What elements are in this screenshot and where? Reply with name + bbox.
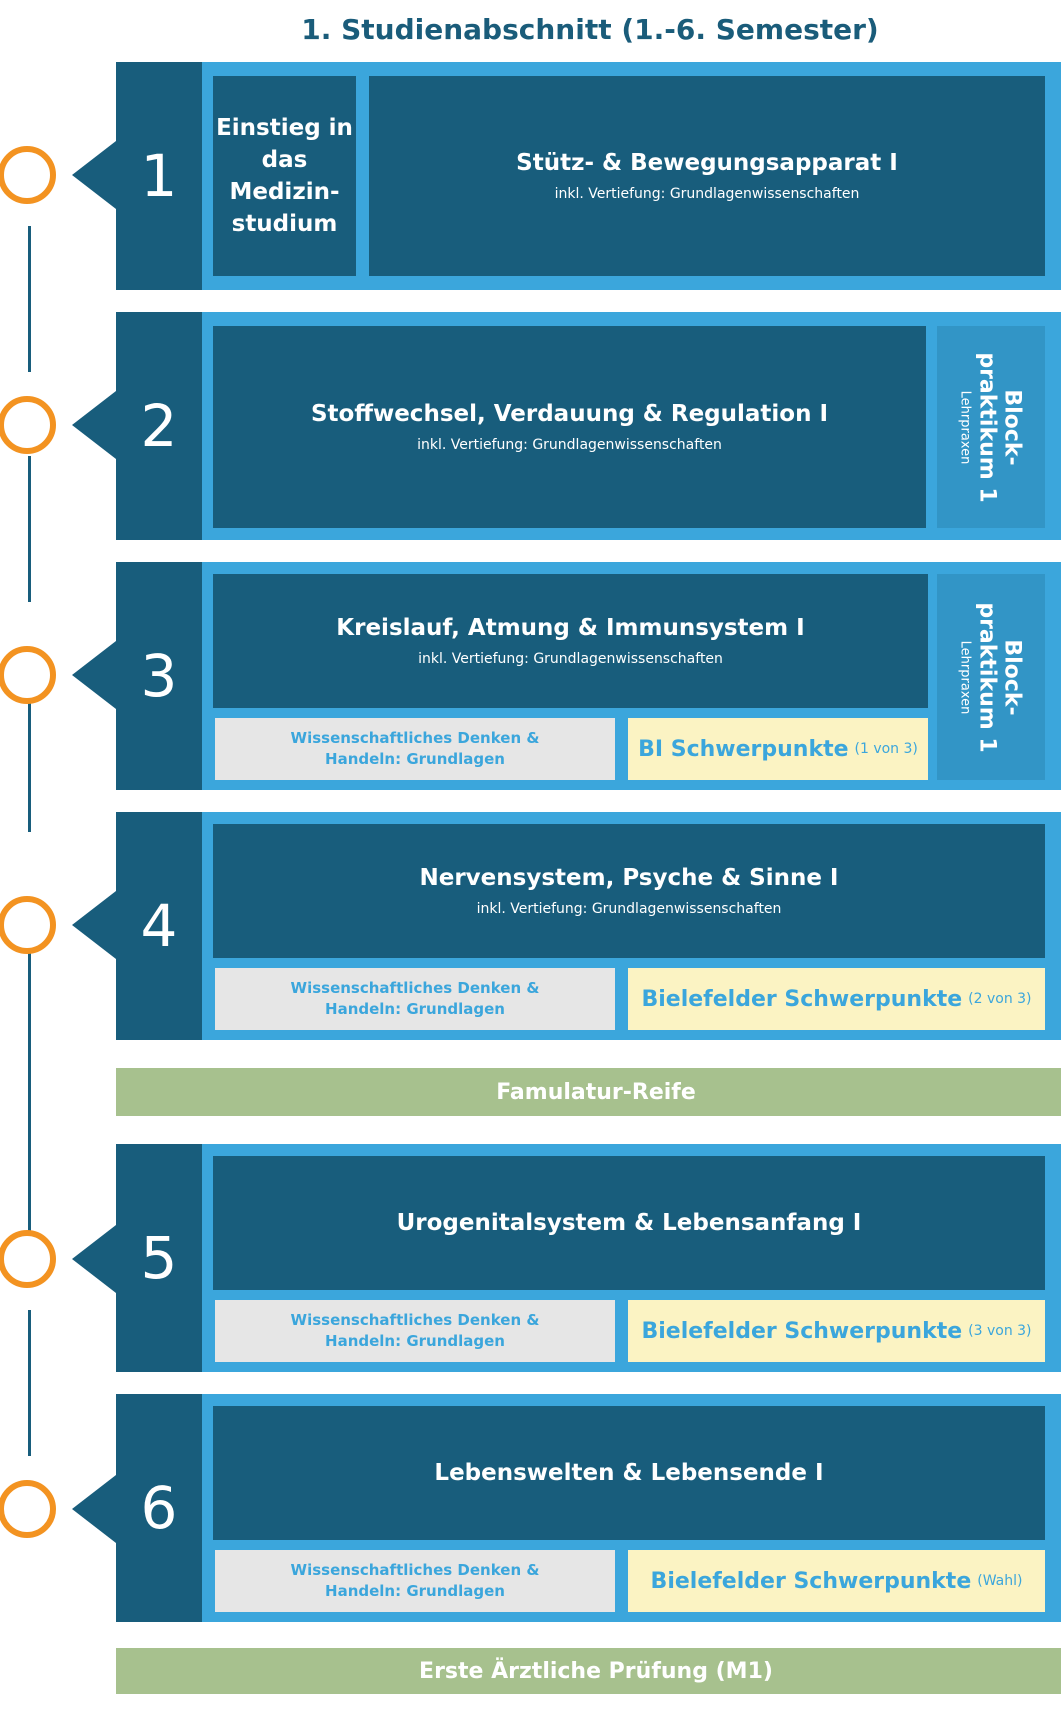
intro-module: Einstieg in das Medizin-studium xyxy=(213,76,356,276)
module-subtitle: inkl. Vertiefung: Grundlagenwissenschaft… xyxy=(554,186,860,202)
module-title: Lebenswelten & Lebensende I xyxy=(434,1460,824,1486)
timeline-pointer xyxy=(72,641,116,709)
timeline-segment xyxy=(28,1310,31,1456)
milestone-famulatur: Famulatur-Reife xyxy=(116,1068,1061,1116)
timeline-segment xyxy=(28,916,31,1242)
semester-3-module: Kreislauf, Atmung & Immunsystem I inkl. … xyxy=(213,574,928,708)
semester-6-module: Lebenswelten & Lebensende I xyxy=(213,1406,1045,1540)
blockpraktikum-subtitle: Lehrpraxen xyxy=(957,640,973,714)
focus-label: BI Schwerpunkte xyxy=(638,736,849,762)
module-subtitle: inkl. Vertiefung: Grundlagenwissenschaft… xyxy=(417,437,722,453)
focus-module: BI Schwerpunkte (1 von 3) xyxy=(628,718,928,780)
focus-note: (2 von 3) xyxy=(968,991,1032,1007)
timeline-circle-2 xyxy=(0,396,56,454)
timeline-pointer xyxy=(72,391,116,459)
wdh-label: Wissenschaftliches Denken & Handeln: Gru… xyxy=(290,1311,540,1350)
focus-module: Bielefelder Schwerpunkte (2 von 3) xyxy=(628,968,1045,1030)
module-title: Kreislauf, Atmung & Immunsystem I xyxy=(336,615,805,641)
timeline-pointer xyxy=(72,891,116,959)
semester-4-number: 4 xyxy=(116,812,202,1040)
blockpraktikum-subtitle: Lehrpraxen xyxy=(957,390,973,464)
focus-note: (Wahl) xyxy=(977,1573,1023,1589)
page-title: 1. Studienabschnitt (1.-6. Semester) xyxy=(301,13,879,46)
timeline-circle-6 xyxy=(0,1480,56,1538)
semester-2-number: 2 xyxy=(116,312,202,540)
focus-label: Bielefelder Schwerpunkte xyxy=(650,1568,972,1594)
blockpraktikum-title: Block-praktikum 1 xyxy=(974,601,1025,753)
module-title: Urogenitalsystem & Lebensanfang I xyxy=(396,1210,862,1236)
timeline-pointer xyxy=(72,141,116,209)
wdh-module: Wissenschaftliches Denken & Handeln: Gru… xyxy=(215,718,615,780)
focus-note: (3 von 3) xyxy=(968,1323,1032,1339)
milestone-exam: Erste Ärztliche Prüfung (M1) xyxy=(116,1648,1061,1694)
module-title: Nervensystem, Psyche & Sinne I xyxy=(419,865,839,891)
timeline-segment xyxy=(28,686,31,832)
timeline-segment xyxy=(28,456,31,602)
wdh-label: Wissenschaftliches Denken & Handeln: Gru… xyxy=(290,729,540,768)
semester-5-module: Urogenitalsystem & Lebensanfang I xyxy=(213,1156,1045,1290)
focus-note: (1 von 3) xyxy=(854,741,918,757)
semester-3-number: 3 xyxy=(116,562,202,790)
wdh-module: Wissenschaftliches Denken & Handeln: Gru… xyxy=(215,968,615,1030)
semester-1-number: 1 xyxy=(116,62,202,290)
blockpraktikum-semester-3: Block-praktikum 1 Lehrpraxen xyxy=(937,574,1045,780)
focus-module: Bielefelder Schwerpunkte (Wahl) xyxy=(628,1550,1045,1612)
module-title: Stoffwechsel, Verdauung & Regulation I xyxy=(310,401,829,427)
timeline-circle-3 xyxy=(0,646,56,704)
semester-6-number: 6 xyxy=(116,1394,202,1622)
timeline-circle-4 xyxy=(0,896,56,954)
timeline-pointer xyxy=(72,1225,116,1293)
timeline-circle-5 xyxy=(0,1230,56,1288)
wdh-module: Wissenschaftliches Denken & Handeln: Gru… xyxy=(215,1300,615,1362)
wdh-label: Wissenschaftliches Denken & Handeln: Gru… xyxy=(290,979,540,1018)
timeline-circle-1 xyxy=(0,146,56,204)
module-subtitle: inkl. Vertiefung: Grundlagenwissenschaft… xyxy=(418,651,723,667)
semester-1-module: Stütz- & Bewegungsapparat I inkl. Vertie… xyxy=(369,76,1045,276)
module-title: Stütz- & Bewegungsapparat I xyxy=(516,150,898,176)
focus-label: Bielefelder Schwerpunkte xyxy=(641,986,963,1012)
semester-5-number: 5 xyxy=(116,1144,202,1372)
focus-label: Bielefelder Schwerpunkte xyxy=(641,1318,963,1344)
semester-4-module: Nervensystem, Psyche & Sinne I inkl. Ver… xyxy=(213,824,1045,958)
module-subtitle: inkl. Vertiefung: Grundlagenwissenschaft… xyxy=(476,901,782,917)
focus-module: Bielefelder Schwerpunkte (3 von 3) xyxy=(628,1300,1045,1362)
blockpraktikum-title: Block-praktikum 1 xyxy=(974,351,1025,503)
intro-module-label: Einstieg in das Medizin-studium xyxy=(216,115,353,237)
wdh-module: Wissenschaftliches Denken & Handeln: Gru… xyxy=(215,1550,615,1612)
timeline-segment xyxy=(28,226,31,372)
timeline-pointer xyxy=(72,1475,116,1543)
semester-2-module: Stoffwechsel, Verdauung & Regulation I i… xyxy=(213,326,926,528)
wdh-label: Wissenschaftliches Denken & Handeln: Gru… xyxy=(290,1561,540,1600)
blockpraktikum-semester-2: Block-praktikum 1 Lehrpraxen xyxy=(937,326,1045,528)
